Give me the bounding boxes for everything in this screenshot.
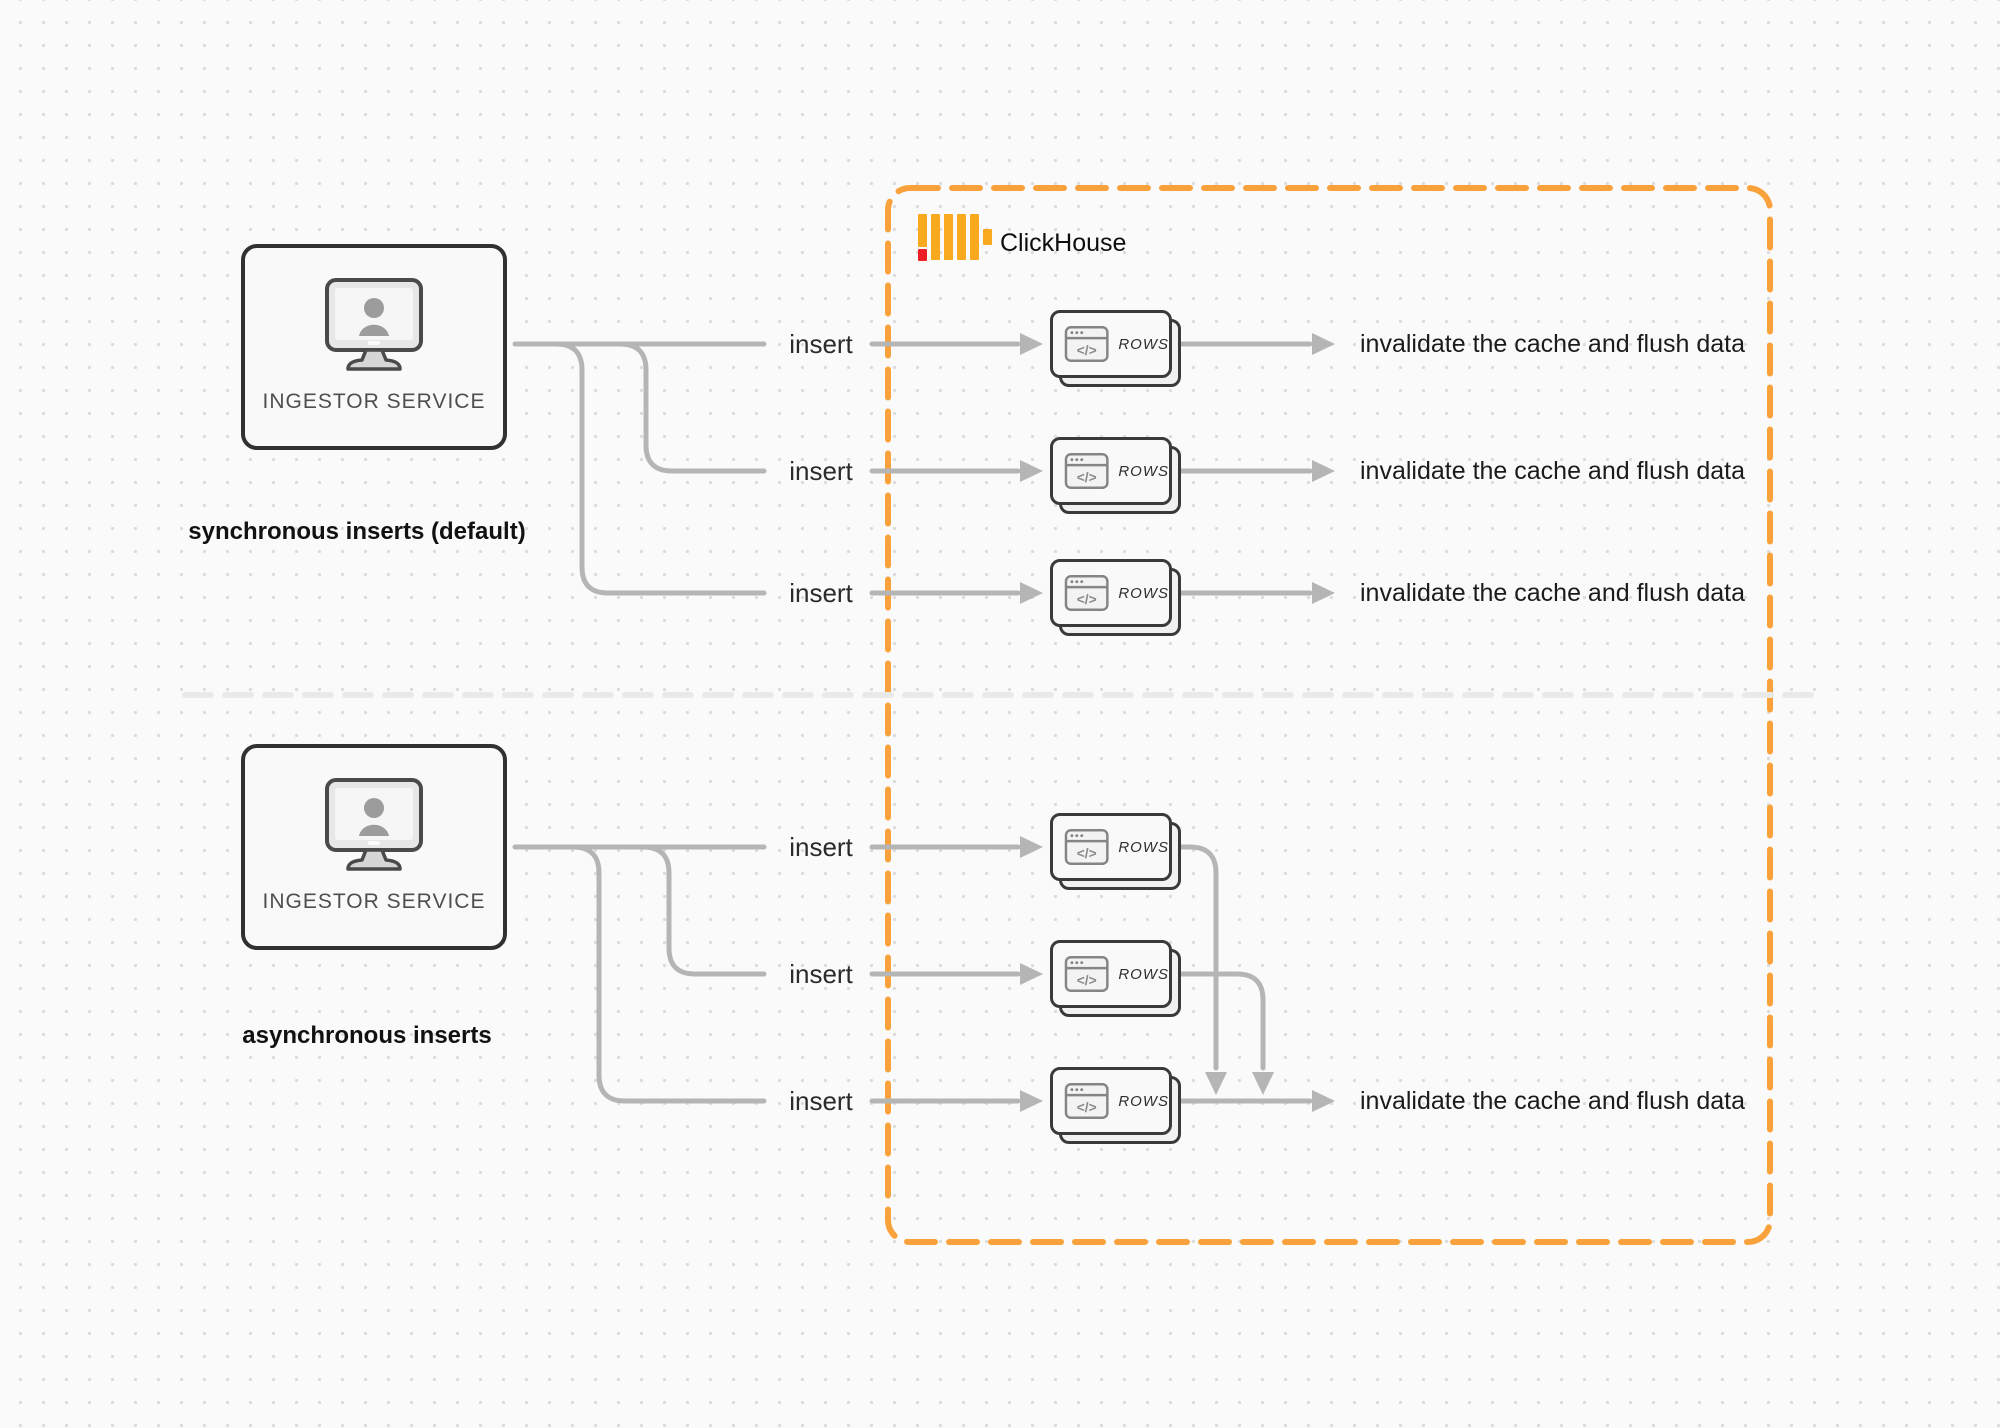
rows-card-sync-1: </> ROWS — [1050, 310, 1181, 387]
code-window-icon: </> — [1064, 829, 1109, 865]
clickhouse-logo-red-dot — [918, 249, 927, 261]
rows-card-sync-2: </> ROWS — [1050, 437, 1181, 514]
clickhouse-boundary — [885, 185, 1773, 1245]
sync-insert-label-3: insert — [789, 578, 853, 608]
async-section-caption: asynchronous inserts — [242, 1022, 492, 1049]
async-insert-label-2: insert — [789, 959, 853, 989]
async-fork-line-row2 — [640, 844, 767, 977]
arrowhead-icon — [1020, 333, 1043, 355]
svg-text:</>: </> — [1077, 470, 1097, 485]
ingestor-service-box-async: INGESTOR SERVICE — [241, 744, 507, 950]
sync-insert-label-2: insert — [789, 456, 853, 486]
rows-card-sync-3: </> ROWS — [1050, 559, 1181, 636]
sync-fork-line-row3 — [553, 341, 767, 596]
code-window-icon: </> — [1064, 1083, 1109, 1119]
sync-connectors — [512, 341, 1313, 596]
async-insert-label-1: insert — [789, 832, 853, 862]
async-insert-label-3: insert — [789, 1086, 853, 1116]
rows-label: ROWS — [1118, 838, 1169, 856]
clickhouse-logo-icon — [918, 214, 992, 261]
ingestor-service-label: INGESTOR SERVICE — [262, 890, 486, 913]
svg-text:</>: </> — [1077, 973, 1097, 988]
sync-fork-line-row2 — [617, 341, 767, 474]
arrowhead-icon — [1020, 582, 1043, 604]
arrowhead-icon — [1312, 460, 1335, 482]
sync-outcome-label-3: invalidate the cache and flush data — [1360, 579, 1745, 607]
svg-text:</>: </> — [1077, 343, 1097, 358]
ingestor-service-label: INGESTOR SERVICE — [262, 390, 486, 413]
async-connectors — [512, 844, 1313, 1104]
async-arrowheads — [1020, 836, 1335, 1112]
svg-text:</>: </> — [1077, 592, 1097, 607]
async-outcome-label: invalidate the cache and flush data — [1360, 1087, 1745, 1115]
rows-card-async-2: </> ROWS — [1050, 940, 1181, 1017]
arrowhead-icon — [1020, 963, 1043, 985]
rows-label: ROWS — [1118, 584, 1169, 602]
sync-outcome-label-2: invalidate the cache and flush data — [1360, 457, 1745, 485]
svg-text:</>: </> — [1077, 846, 1097, 861]
code-window-icon: </> — [1064, 326, 1109, 362]
monitor-user-icon — [325, 778, 423, 871]
code-window-icon: </> — [1064, 575, 1109, 611]
arrowhead-icon — [1020, 1090, 1043, 1112]
sync-outcome-label-1: invalidate the cache and flush data — [1360, 330, 1745, 358]
async-merge-line-row1 — [1178, 844, 1219, 1071]
code-window-icon: </> — [1064, 453, 1109, 489]
arrowhead-down-icon — [1252, 1072, 1274, 1095]
rows-card-async-3: </> ROWS — [1050, 1067, 1181, 1144]
async-merge-line-row2 — [1178, 971, 1266, 1071]
sync-insert-label-1: insert — [789, 329, 853, 359]
async-fork-line-row3 — [570, 844, 767, 1104]
clickhouse-title: ClickHouse — [1000, 229, 1127, 257]
ingestor-service-box-sync: INGESTOR SERVICE — [241, 244, 507, 450]
rows-label: ROWS — [1118, 335, 1169, 353]
sync-section-caption: synchronous inserts (default) — [188, 518, 526, 545]
rows-label: ROWS — [1118, 965, 1169, 983]
arrowhead-icon — [1020, 460, 1043, 482]
clickhouse-header: ClickHouse — [918, 212, 1126, 264]
svg-text:</>: </> — [1077, 1100, 1097, 1115]
monitor-user-icon — [325, 278, 423, 371]
arrowhead-down-icon — [1205, 1072, 1227, 1095]
rows-label: ROWS — [1118, 1092, 1169, 1110]
arrowhead-icon — [1312, 333, 1335, 355]
arrowhead-icon — [1312, 582, 1335, 604]
sync-arrowheads — [1020, 333, 1335, 604]
rows-card-async-1: </> ROWS — [1050, 813, 1181, 890]
arrowhead-icon — [1312, 1090, 1335, 1112]
code-window-icon: </> — [1064, 956, 1109, 992]
arrowhead-icon — [1020, 836, 1043, 858]
rows-label: ROWS — [1118, 462, 1169, 480]
